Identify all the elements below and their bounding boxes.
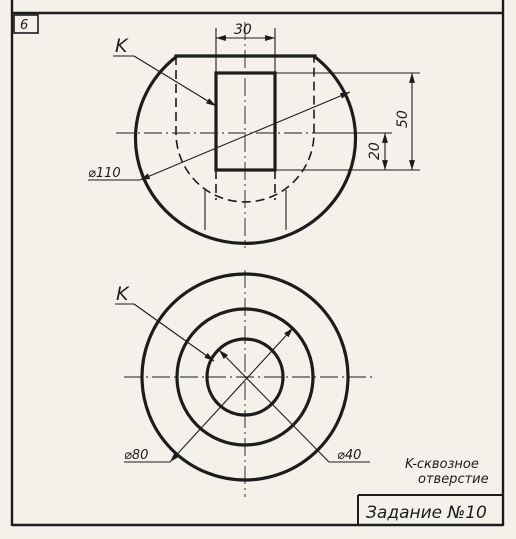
title-block <box>357 494 503 525</box>
leader-k-top <box>115 303 215 362</box>
sheet-number: 6 <box>20 18 28 33</box>
dim-bottom-label: 20 <box>367 142 383 160</box>
dim-diameter-80-label: ⌀80 <box>124 448 148 463</box>
dim-width-label: 30 <box>234 22 252 38</box>
dim-width-30 <box>215 28 276 72</box>
frame <box>10 0 505 527</box>
leader-k-top-label: K <box>116 283 130 305</box>
task-title: Задание №10 <box>366 503 487 523</box>
dim-diameter-110-label: ⌀110 <box>88 166 121 181</box>
dim-diameter-40-label: ⌀40 <box>337 448 361 463</box>
dim-height-label: 50 <box>395 110 411 128</box>
dim-diameter-110 <box>88 91 351 181</box>
dim-diameter-40 <box>218 349 370 463</box>
dim-diameter-80 <box>124 327 294 463</box>
note-line-2: отверстие <box>418 472 489 487</box>
leader-k-front <box>113 55 217 107</box>
leader-k-front-label: K <box>115 35 129 57</box>
top-view <box>124 270 373 497</box>
note-line-1: K-сквозное <box>405 457 479 472</box>
